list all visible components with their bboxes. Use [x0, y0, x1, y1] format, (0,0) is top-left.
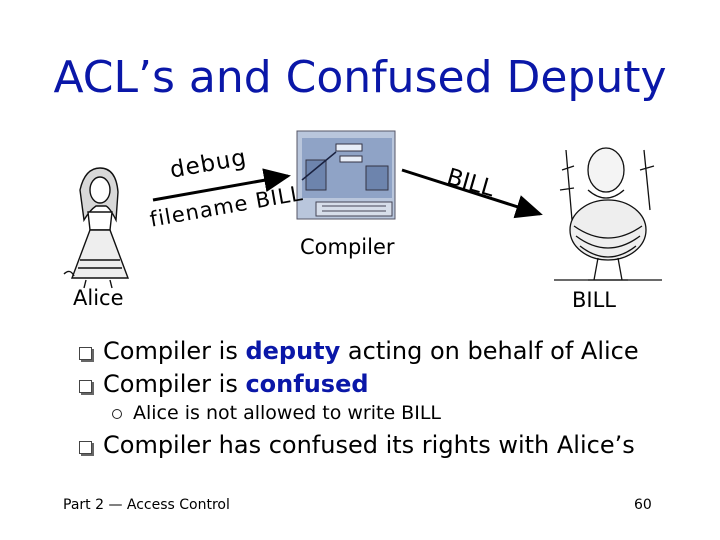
bullet-confused: Compiler is confused: [103, 370, 369, 398]
bullet-marker: [79, 380, 92, 393]
bill-illustration: [554, 147, 662, 281]
bullet-deputy: Compiler is deputy acting on behalf of A…: [103, 337, 639, 365]
compiler-label: Compiler: [300, 235, 395, 259]
arrow-alice-to-compiler: [152, 168, 291, 202]
slide-title: ACL’s and Confused Deputy: [53, 52, 667, 103]
bullet-marker: [79, 347, 92, 360]
bullet-marker: [79, 441, 92, 454]
bullet-rights: Compiler has confused its rights with Al…: [103, 431, 635, 459]
compiler-image: [296, 130, 396, 220]
highlight-confused: confused: [245, 370, 369, 398]
alice-label: Alice: [73, 286, 124, 310]
alice-illustration: [63, 167, 130, 289]
highlight-deputy: deputy: [245, 337, 341, 365]
sub-bullet: Alice is not allowed to write BILL: [133, 402, 441, 424]
bill-label: BILL: [572, 288, 616, 312]
arrow-compiler-to-bill: [401, 168, 543, 219]
footer-text: Part 2 — Access Control: [63, 497, 230, 513]
sub-bullet-marker: [112, 409, 122, 419]
page-number: 60: [634, 497, 652, 513]
